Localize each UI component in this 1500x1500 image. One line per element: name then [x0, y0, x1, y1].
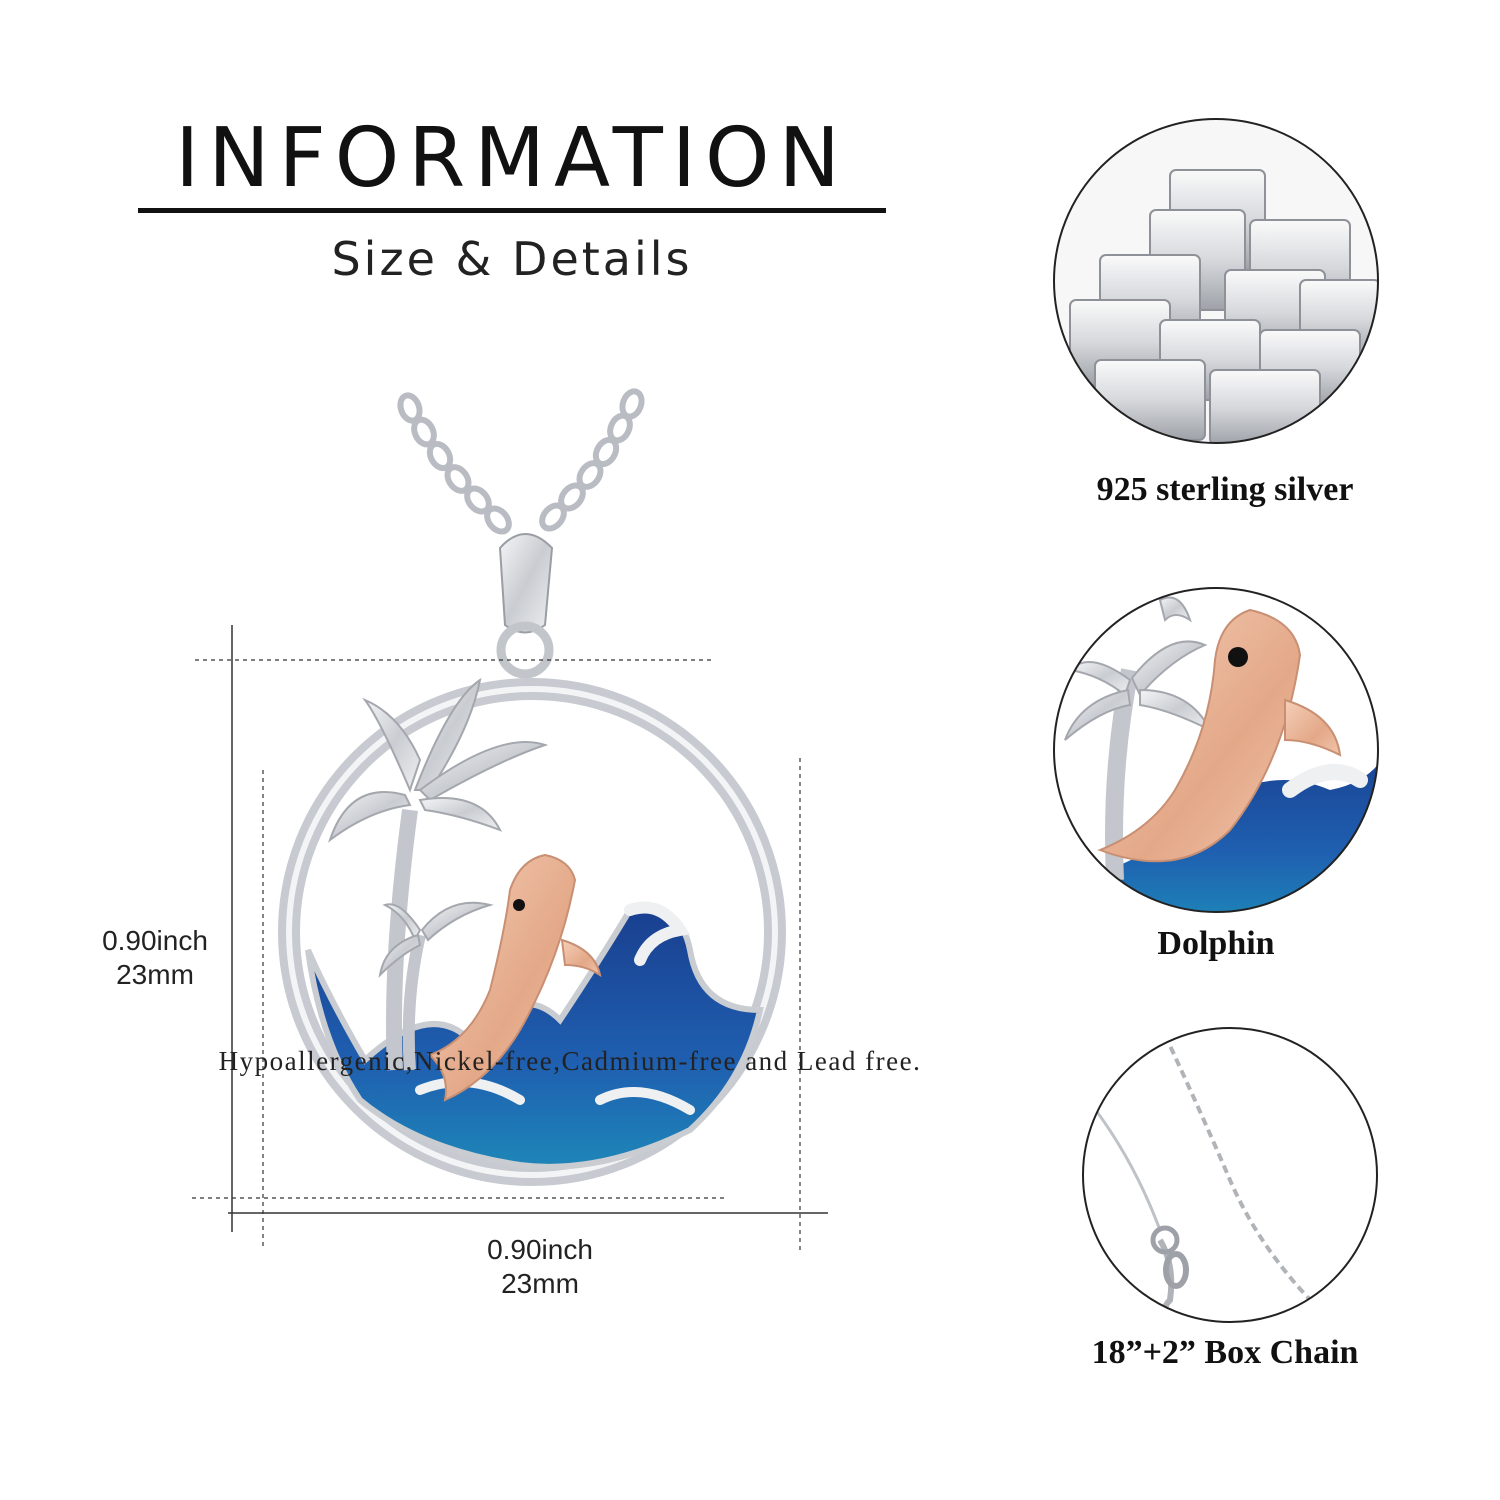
pendant-bail	[496, 533, 554, 679]
silver-bars-icon	[1053, 118, 1379, 444]
necklace-chain	[397, 388, 645, 535]
page-subtitle: Size & Details	[331, 232, 693, 286]
title-underline	[138, 208, 886, 213]
feature-label-chain: 18”+2” Box Chain	[1091, 1334, 1359, 1371]
width-dimension-label: 0.90inch 23mm	[450, 1233, 630, 1301]
pendant	[278, 677, 786, 1186]
material-footnote: Hypoallergenic,Nickel-free,Cadmium-free …	[218, 1046, 922, 1076]
dolphin-closeup-icon	[1053, 587, 1379, 913]
height-dimension-label: 0.90inch 23mm	[70, 924, 240, 992]
width-mm: 23mm	[501, 1268, 579, 1299]
feature-label-dolphin: Dolphin	[1157, 925, 1275, 962]
page-title: INFORMATION	[175, 111, 849, 206]
dimension-guides	[192, 625, 828, 1252]
height-mm: 23mm	[116, 959, 194, 990]
height-inch: 0.90inch	[102, 925, 208, 956]
width-inch: 0.90inch	[487, 1234, 593, 1265]
chain-icon	[1082, 1027, 1378, 1323]
feature-label-silver: 925 sterling silver	[1096, 471, 1354, 508]
